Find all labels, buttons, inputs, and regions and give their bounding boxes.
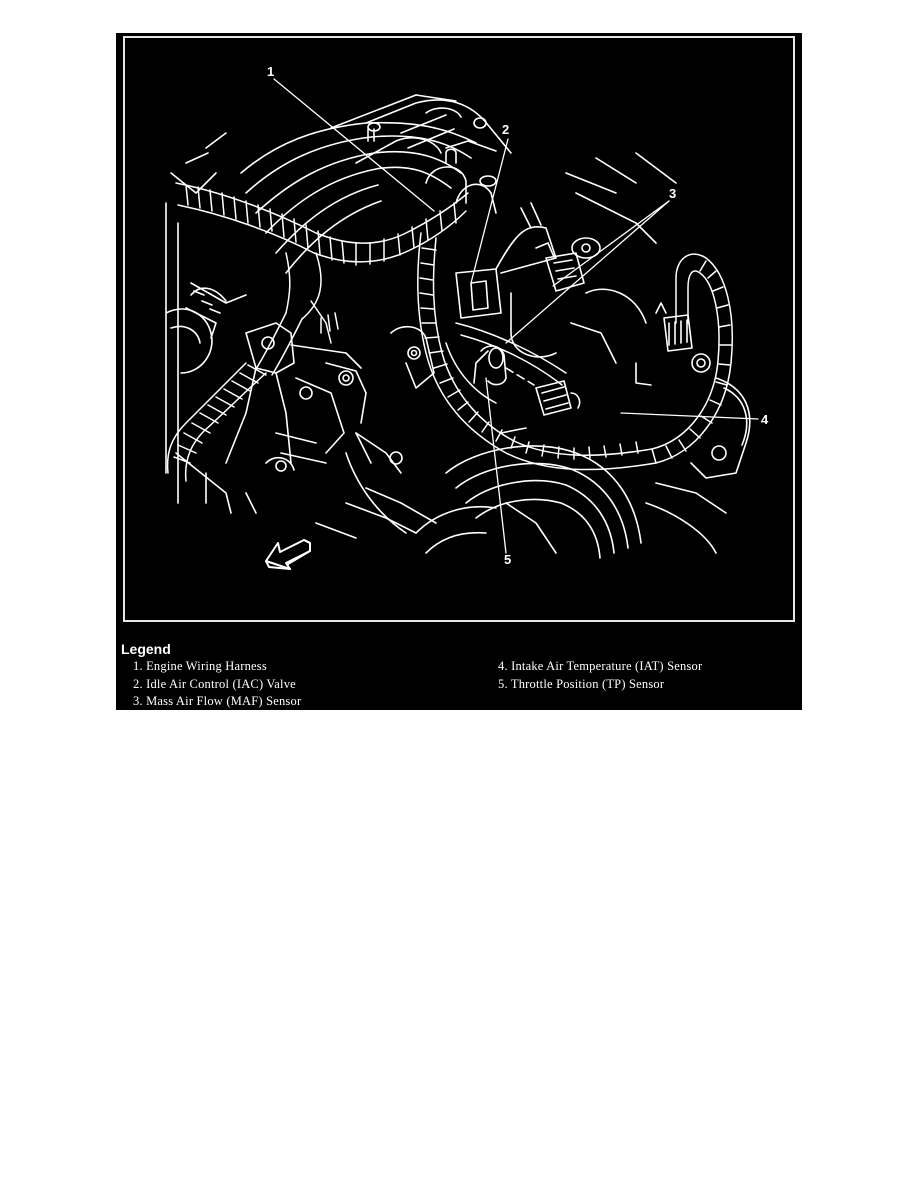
legend-item-1: 1. Engine Wiring Harness — [133, 659, 267, 673]
callout-leader-lines — [273, 78, 759, 554]
legend-item-4: 4. Intake Air Temperature (IAT) Sensor — [498, 659, 703, 673]
callout-3: 3 — [669, 186, 677, 201]
callout-4: 4 — [761, 412, 769, 427]
engine-diagram-figure: 1 2 3 4 5 Legend 1. Engine Wiring Harnes… — [116, 33, 802, 710]
legend-item-2: 2. Idle Air Control (IAC) Valve — [133, 677, 296, 691]
iat-connector — [635, 302, 751, 479]
callout-5: 5 — [504, 552, 512, 567]
wiring-harness-right — [416, 232, 734, 471]
tp-sensor — [473, 345, 581, 434]
air-intake-duct — [345, 432, 727, 559]
callout-2: 2 — [502, 122, 510, 137]
legend-title: Legend — [121, 641, 171, 657]
legend-item-3: 3. Mass Air Flow (MAF) Sensor — [133, 694, 302, 708]
throttle-body-area — [425, 148, 677, 364]
diagram-frame — [123, 36, 795, 622]
intake-manifold — [240, 94, 512, 274]
legend-item-5: 5. Throttle Position (TP) Sensor — [498, 677, 665, 691]
wiring-harness-left — [166, 182, 469, 482]
engine-line-drawing — [165, 78, 759, 570]
mounting-brackets — [225, 322, 437, 539]
callout-1: 1 — [267, 64, 275, 79]
engine-block-left — [165, 132, 257, 514]
front-direction-arrow-icon — [265, 539, 311, 570]
